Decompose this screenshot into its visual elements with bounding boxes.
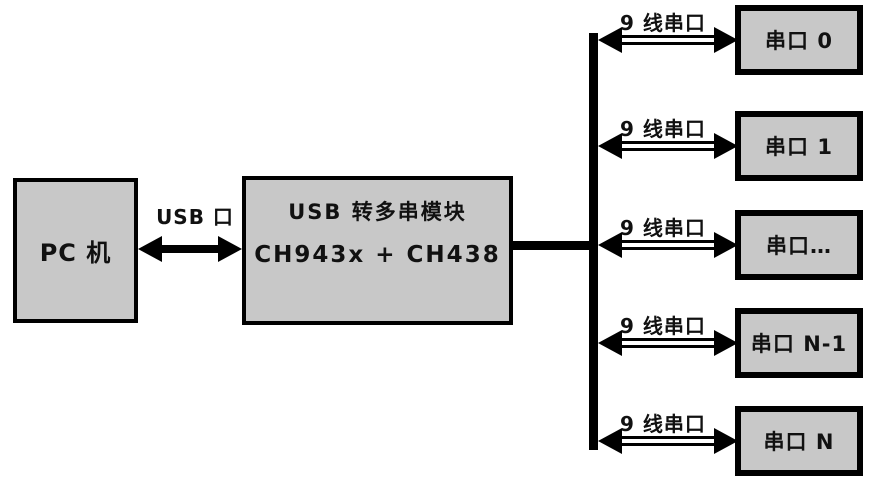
arrow-head-right-icon xyxy=(218,236,242,262)
arrow-head-right-icon xyxy=(714,27,738,53)
serial-port-label: 串口 N-1 xyxy=(750,332,848,356)
serial-port-label: 串口 N xyxy=(763,430,835,454)
serial-row: 9 线串口 串口… xyxy=(598,210,863,280)
serial-link-label: 9 线串口 xyxy=(620,117,706,141)
arrow-head-left-icon xyxy=(598,232,622,258)
arrow-head-left-icon xyxy=(598,428,622,454)
arrow-shaft xyxy=(610,141,726,151)
serial-double-arrow xyxy=(598,133,738,159)
serial-link-label: 9 线串口 xyxy=(620,314,706,338)
serial-port-label: 串口 0 xyxy=(765,29,833,53)
serial-port-label: 串口 1 xyxy=(765,135,833,159)
arrow-head-left-icon xyxy=(598,133,622,159)
arrow-shaft xyxy=(610,240,726,250)
serial-row: 9 线串口 串口 N-1 xyxy=(598,308,863,378)
serial-double-arrow xyxy=(598,27,738,53)
serial-row: 9 线串口 串口 N xyxy=(598,406,863,476)
serial-port-box: 串口 0 xyxy=(735,5,863,75)
module-chips: CH943x + CH438 xyxy=(254,242,501,268)
serial-double-arrow xyxy=(598,428,738,454)
usb-link-label: USB 口 xyxy=(156,205,234,229)
module-to-bus-connector xyxy=(513,241,598,250)
serial-double-arrow xyxy=(598,232,738,258)
pc-box-label: PC 机 xyxy=(39,239,112,267)
serial-link-label: 9 线串口 xyxy=(620,11,706,35)
arrow-shaft xyxy=(610,35,726,45)
arrow-shaft xyxy=(610,338,726,348)
bus-line xyxy=(589,33,598,450)
arrow-head-right-icon xyxy=(714,133,738,159)
module-title: USB 转多串模块 xyxy=(288,200,467,224)
serial-port-label: 串口… xyxy=(766,234,832,258)
serial-port-box: 串口… xyxy=(735,210,863,280)
arrow-shaft xyxy=(152,245,228,253)
usb-multiserial-module-box: USB 转多串模块 CH943x + CH438 xyxy=(242,176,513,325)
serial-row: 9 线串口 串口 1 xyxy=(598,111,863,181)
serial-port-box: 串口 N xyxy=(735,406,863,476)
arrow-head-right-icon xyxy=(714,428,738,454)
arrow-head-left-icon xyxy=(598,330,622,356)
serial-port-box: 串口 N-1 xyxy=(735,308,863,378)
serial-double-arrow xyxy=(598,330,738,356)
pc-box: PC 机 xyxy=(13,178,138,323)
arrow-shaft xyxy=(610,436,726,446)
arrow-head-right-icon xyxy=(714,330,738,356)
arrow-head-left-icon xyxy=(598,27,622,53)
serial-link-label: 9 线串口 xyxy=(620,412,706,436)
arrow-head-right-icon xyxy=(714,232,738,258)
serial-port-box: 串口 1 xyxy=(735,111,863,181)
serial-row: 9 线串口 串口 0 xyxy=(598,5,863,75)
serial-link-label: 9 线串口 xyxy=(620,216,706,240)
usb-double-arrow xyxy=(138,236,242,262)
